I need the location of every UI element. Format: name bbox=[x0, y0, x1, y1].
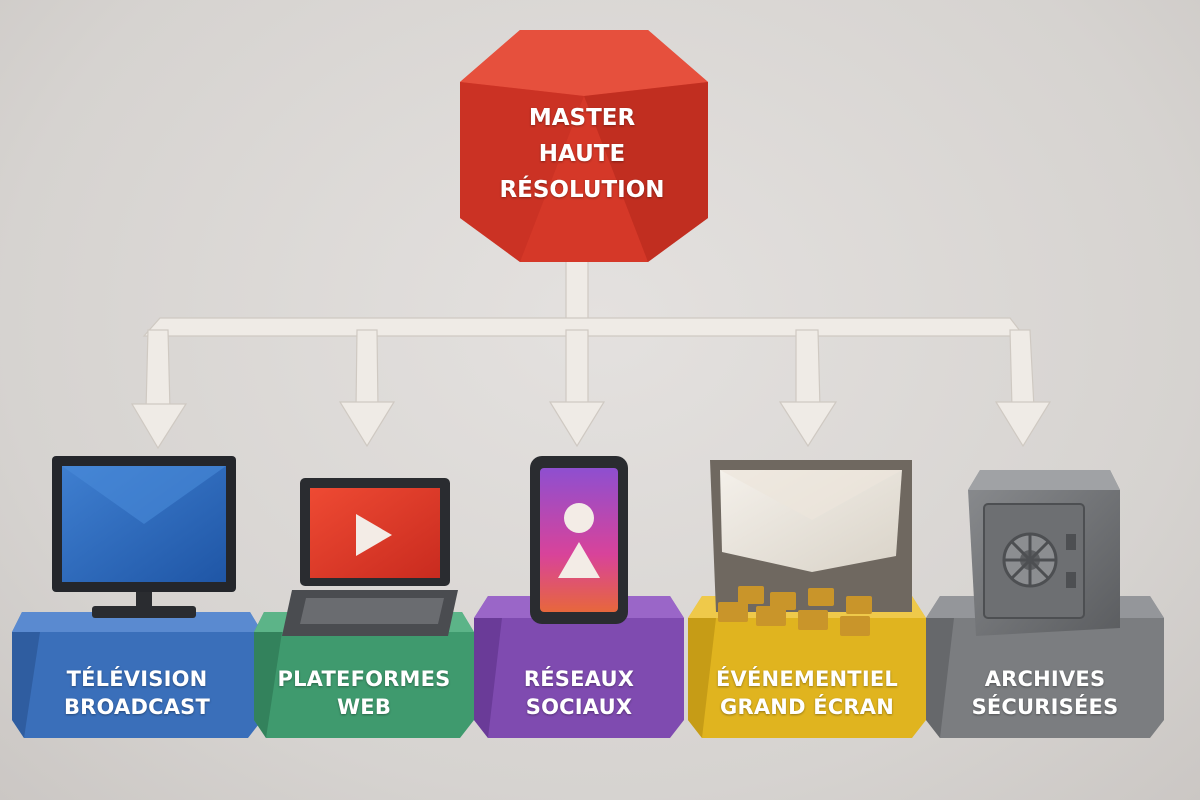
arrow-to-web bbox=[338, 329, 396, 448]
master-line-3: RÉSOLUTION bbox=[499, 177, 665, 203]
cinema-screen-icon bbox=[710, 460, 912, 636]
pedestal-television bbox=[12, 612, 262, 738]
pedestal-social bbox=[474, 596, 684, 738]
master-line-2: HAUTE bbox=[538, 141, 626, 167]
label-television-line-1: TÉLÉVISION bbox=[66, 667, 208, 691]
label-archives-line-2: SÉCURISÉES bbox=[971, 695, 1119, 719]
connector-arrows bbox=[130, 255, 1052, 450]
connector-stem bbox=[565, 255, 589, 325]
label-social: RÉSEAUX SOCIAUX bbox=[459, 665, 699, 721]
tv-monitor-icon bbox=[52, 456, 236, 618]
label-archives-line-1: ARCHIVES bbox=[984, 667, 1106, 691]
label-events: ÉVÉNEMENTIEL GRAND ÉCRAN bbox=[687, 665, 927, 721]
label-web-line-1: PLATEFORMES bbox=[277, 667, 451, 691]
laptop-play-icon bbox=[282, 478, 458, 636]
master-label: MASTER HAUTE RÉSOLUTION bbox=[462, 100, 702, 208]
label-archives: ARCHIVES SÉCURISÉES bbox=[925, 665, 1165, 721]
label-television: TÉLÉVISION BROADCAST bbox=[17, 665, 257, 721]
label-web-line-2: WEB bbox=[336, 695, 392, 719]
label-events-line-1: ÉVÉNEMENTIEL bbox=[716, 667, 898, 691]
label-social-line-2: SOCIAUX bbox=[525, 695, 633, 719]
master-line-1: MASTER bbox=[528, 105, 636, 131]
arrow-to-television bbox=[130, 329, 188, 450]
arrow-to-archives bbox=[994, 329, 1052, 448]
label-television-line-2: BROADCAST bbox=[63, 695, 211, 719]
safe-vault-icon bbox=[968, 470, 1120, 636]
label-web: PLATEFORMES WEB bbox=[244, 665, 484, 721]
arrow-to-social bbox=[548, 329, 606, 448]
label-social-line-1: RÉSEAUX bbox=[523, 667, 635, 691]
master-node bbox=[460, 30, 708, 262]
smartphone-profile-icon bbox=[530, 456, 628, 624]
label-events-line-2: GRAND ÉCRAN bbox=[720, 695, 894, 719]
arrow-to-events bbox=[778, 329, 838, 448]
